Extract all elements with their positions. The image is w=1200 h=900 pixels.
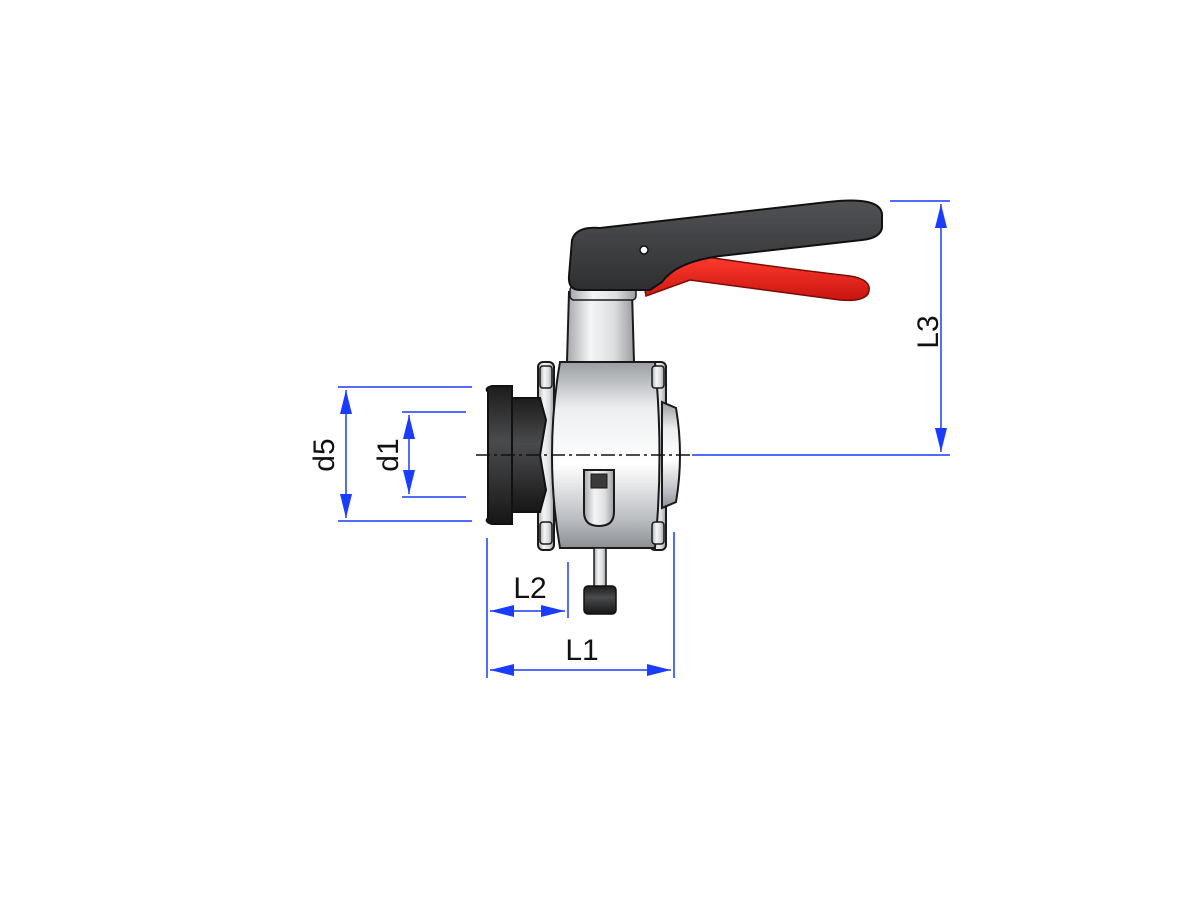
bolt-head-top-left bbox=[539, 365, 553, 389]
l3-label: L3 bbox=[912, 315, 945, 348]
dimension-lines bbox=[338, 200, 950, 678]
bolt-head-bottom-left bbox=[539, 521, 553, 545]
valve-body-group bbox=[476, 199, 883, 615]
l1-label: L1 bbox=[565, 634, 598, 667]
handle-pivot bbox=[639, 245, 649, 255]
seal-indicator bbox=[590, 473, 608, 489]
d5-label: d5 bbox=[308, 438, 341, 471]
threaded-nut bbox=[485, 385, 513, 525]
leakage-pin bbox=[593, 547, 607, 589]
bolt-head-bottom-right bbox=[651, 521, 665, 545]
leakage-pin-cap bbox=[583, 585, 617, 615]
trigger-lever bbox=[639, 255, 870, 302]
bolt-head-top-right bbox=[651, 365, 665, 389]
d1-label: d1 bbox=[372, 438, 405, 471]
valve-neck bbox=[565, 291, 636, 363]
l2-label: L2 bbox=[513, 572, 546, 605]
hand-lever bbox=[567, 199, 883, 291]
